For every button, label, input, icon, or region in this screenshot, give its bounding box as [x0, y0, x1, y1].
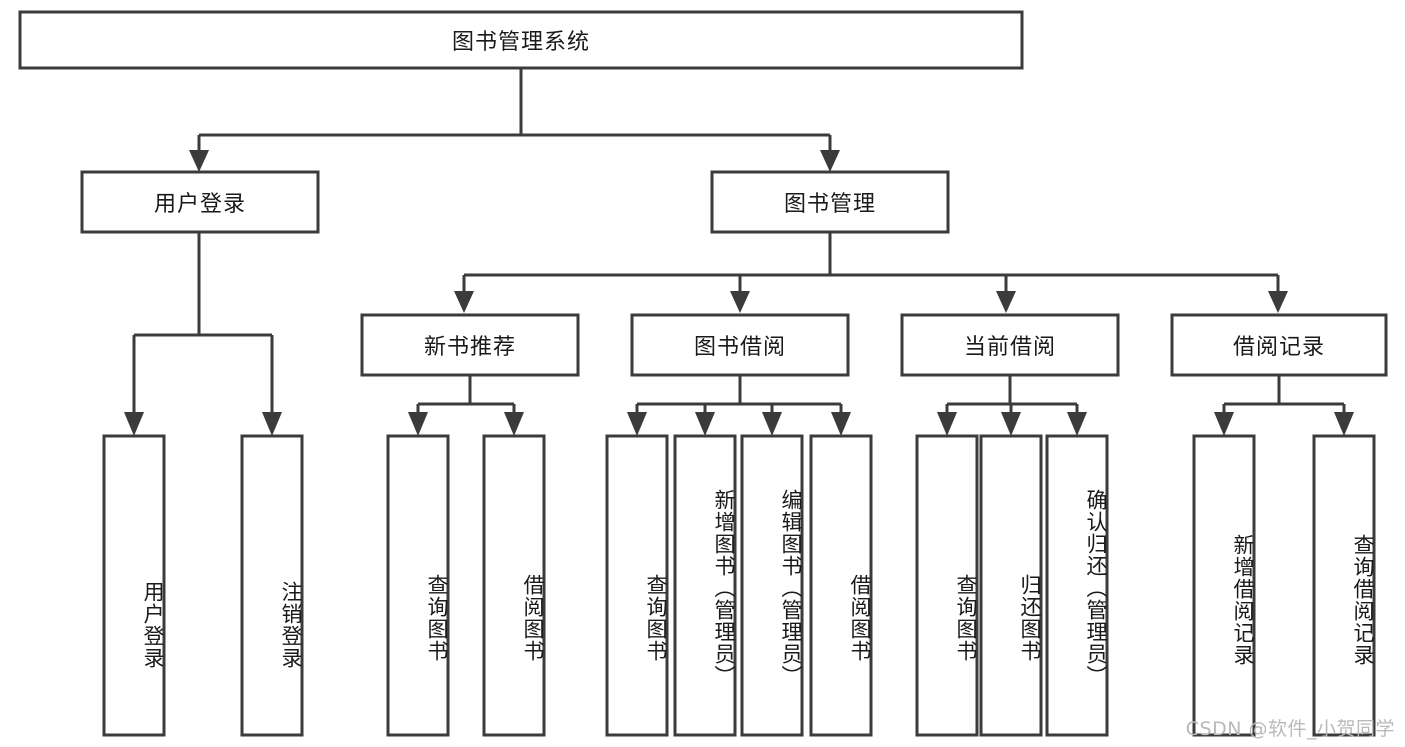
node-box-leaf-query-book-2[interactable]: [605, 434, 669, 737]
arrowhead-leaf-edit-book: [762, 412, 782, 436]
node-box-leaf-edit-book[interactable]: [740, 434, 804, 737]
arrowhead-leaf-query-book-1: [408, 412, 428, 436]
node-box-leaf-add-book[interactable]: [673, 434, 737, 737]
connector-group-borrow-record: [1214, 375, 1354, 436]
node-box-book-borrow[interactable]: [630, 313, 850, 377]
connector-group-book-manage: [454, 232, 1288, 313]
node-box-leaf-return-book[interactable]: [979, 434, 1043, 737]
arrowhead-leaf-confirm-return: [1067, 412, 1087, 436]
arrowhead-leaf-query-record: [1334, 412, 1354, 436]
arrowhead-leaf-query-book-3: [937, 412, 957, 436]
node-box-leaf-user-logout[interactable]: [240, 434, 304, 737]
arrowhead-leaf-query-book-2: [627, 412, 647, 436]
connector-group-root: [189, 68, 840, 172]
node-box-leaf-borrow-book-2[interactable]: [809, 434, 873, 737]
connector-group-current-borrow: [937, 375, 1087, 436]
node-box-user-login[interactable]: [80, 170, 320, 234]
connector-group-book-borrow: [627, 375, 851, 436]
node-box-leaf-query-book-3[interactable]: [915, 434, 979, 737]
node-box-leaf-query-record[interactable]: [1312, 434, 1376, 737]
node-box-borrow-record[interactable]: [1170, 313, 1388, 377]
watermark-text: CSDN @软件_小贺同学: [1185, 718, 1395, 740]
arrowhead-leaf-add-book: [695, 412, 715, 436]
arrowhead-borrow-record: [1268, 291, 1288, 313]
arrowhead-user-login: [189, 150, 209, 172]
arrowhead-leaf-borrow-book-2: [831, 412, 851, 436]
arrowhead-current-borrow: [996, 291, 1016, 313]
node-box-leaf-user-login[interactable]: [102, 434, 166, 737]
arrowhead-book-borrow: [730, 291, 750, 313]
node-box-new-book-rec[interactable]: [360, 313, 580, 377]
arrowhead-leaf-user-login: [124, 412, 144, 436]
node-box-leaf-query-book-1[interactable]: [386, 434, 450, 737]
arrowhead-leaf-add-record: [1214, 412, 1234, 436]
arrowhead-book-manage: [820, 150, 840, 172]
node-box-current-borrow[interactable]: [900, 313, 1120, 377]
arrowhead-leaf-return-book: [1001, 412, 1021, 436]
node-box-leaf-confirm-return[interactable]: [1045, 434, 1109, 737]
node-box-leaf-borrow-book-1[interactable]: [482, 434, 546, 737]
arrowhead-leaf-user-logout: [262, 412, 282, 436]
arrowhead-leaf-borrow-book-1: [504, 412, 524, 436]
arrowhead-new-book-rec: [454, 291, 474, 313]
node-box-leaf-add-record[interactable]: [1192, 434, 1256, 737]
node-box-book-manage[interactable]: [710, 170, 950, 234]
node-box-root[interactable]: [18, 10, 1024, 70]
connector-group-new-book-rec: [408, 375, 524, 436]
connector-group-user-login: [124, 232, 282, 436]
